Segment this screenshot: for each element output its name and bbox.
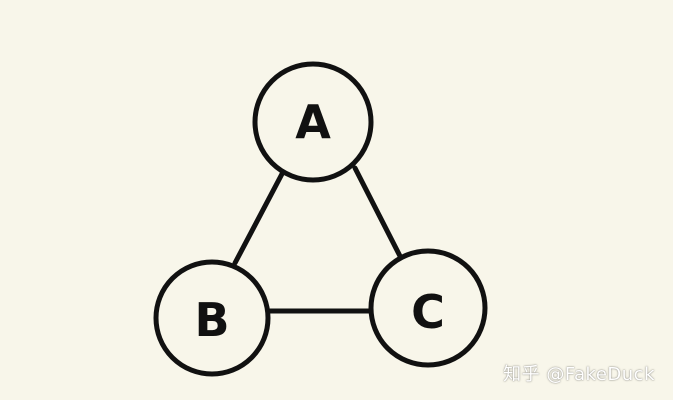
node-c: C — [368, 248, 488, 368]
node-b-label: B — [194, 293, 229, 347]
node-a-label: A — [295, 95, 331, 149]
edge-a-b — [232, 169, 286, 266]
node-a-circle — [252, 61, 374, 183]
node-b: B — [153, 259, 271, 377]
edge-a-c — [352, 165, 405, 263]
node-a: A — [252, 61, 374, 183]
node-c-label: C — [411, 285, 445, 339]
node-b-circle — [153, 259, 271, 377]
watermark: 知乎 @FakeDuck — [503, 364, 655, 385]
node-c-circle — [368, 248, 488, 368]
